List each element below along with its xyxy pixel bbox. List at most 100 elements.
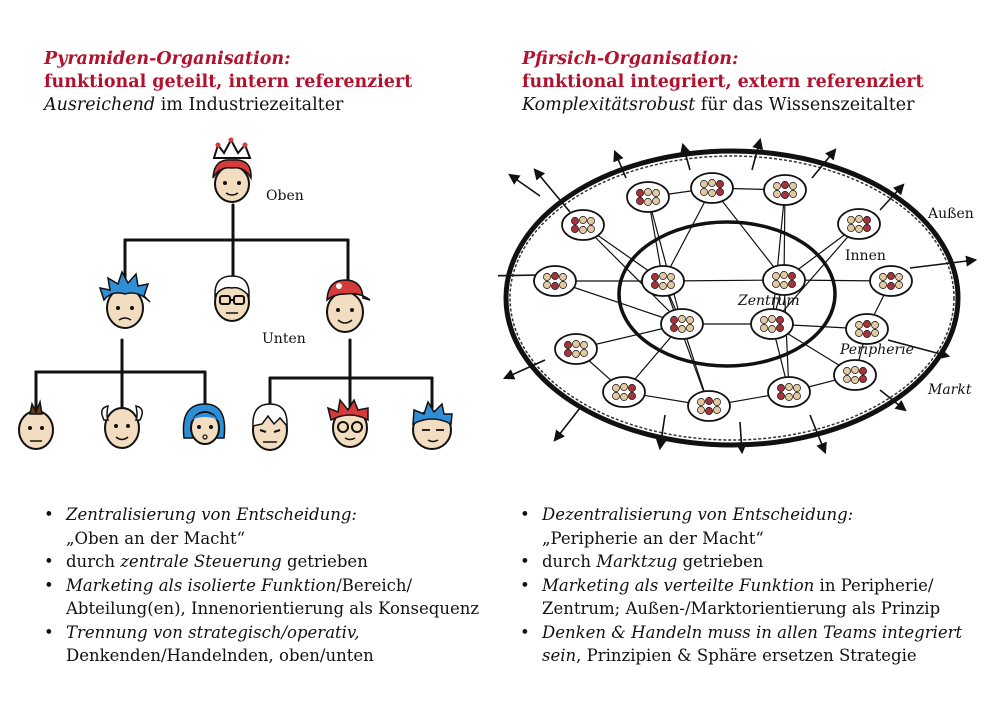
team-member-icon <box>571 217 579 225</box>
team-member-icon <box>863 320 871 328</box>
label-peripherie: Peripherie <box>839 342 914 358</box>
team-member-icon <box>579 226 587 234</box>
team-member-icon <box>871 329 879 337</box>
team-member-icon <box>659 272 667 280</box>
bullet-text: Marktzug <box>596 552 678 571</box>
team-member-icon <box>651 281 659 289</box>
peach-tagline-rest: für das Wissenszeitalter <box>695 95 915 115</box>
team-member-icon <box>667 273 675 281</box>
team-member-icon <box>843 375 851 383</box>
team-member-icon <box>772 272 780 280</box>
team-member-icon <box>713 406 721 414</box>
team-link <box>647 196 683 325</box>
team-member-icon <box>697 406 705 414</box>
team-member-icon <box>559 273 567 281</box>
team-member-icon <box>697 398 705 406</box>
team-plate-icon <box>750 308 794 340</box>
bullet-text: Denken & Handeln muss in allen Teams int… <box>542 622 963 642</box>
team-member-icon <box>776 316 784 324</box>
team-member-icon <box>620 393 628 401</box>
team-link <box>662 280 710 407</box>
outward-arrows <box>498 137 978 455</box>
inner-ring <box>617 220 837 368</box>
bullet-text: Abteilung(en), Innenorientierung als Kon… <box>66 599 480 618</box>
pyramid-diagram: Oben Unten <box>18 137 453 451</box>
team-member-icon <box>895 281 903 289</box>
outward-arrow-icon <box>508 173 541 197</box>
list-item: durch Marktzug getrieben <box>518 550 988 574</box>
bald-white-sideburns-head-icon <box>101 405 143 449</box>
pyramid-tagline: Ausreichend im Industriezeitalter <box>44 94 412 117</box>
team-member-icon <box>572 350 580 358</box>
team-member-icon <box>659 282 667 290</box>
team-plate-icon <box>767 376 811 408</box>
bullet-text: „Oben an der Macht“ <box>66 528 246 548</box>
team-member-icon <box>789 182 797 190</box>
bullet-text: Marketing als verteilte Funktion <box>542 575 815 595</box>
team-member-icon <box>871 321 879 329</box>
peach-tagline-emphasis: Komplexitätsrobust <box>522 95 696 115</box>
team-member-icon <box>781 191 789 199</box>
outward-arrow-icon <box>751 137 764 171</box>
list-item: Trennung von strategisch/operativ, Denke… <box>42 621 492 668</box>
team-member-icon <box>551 272 559 280</box>
outer-ring <box>503 148 961 448</box>
team-member-icon <box>847 216 855 224</box>
peach-column: Pfirsich-Organisation: funktional integr… <box>498 0 996 707</box>
team-member-icon <box>788 280 796 288</box>
team-plate-icon <box>690 172 734 204</box>
team-member-icon <box>855 329 863 337</box>
team-member-icon <box>780 281 788 289</box>
team-member-icon <box>543 273 551 281</box>
outward-arrow-icon <box>735 421 747 455</box>
team-plate-icon <box>687 390 731 422</box>
team-member-icon <box>670 324 678 332</box>
team-member-icon <box>636 189 644 197</box>
team-member-icon <box>887 272 895 280</box>
team-member-icon <box>620 383 628 391</box>
peach-heading: Pfirsich-Organisation: funktional integr… <box>522 48 924 117</box>
red-cap-head-icon <box>326 279 371 333</box>
outward-arrow-icon <box>502 359 546 380</box>
team-member-icon <box>587 217 595 225</box>
team-member-icon <box>716 188 724 196</box>
team-member-icon <box>851 366 859 374</box>
team-member-icon <box>793 384 801 392</box>
team-member-icon <box>652 189 660 197</box>
team-link <box>771 223 860 325</box>
team-member-icon <box>700 180 708 188</box>
team-member-icon <box>788 272 796 280</box>
bullet-text: getrieben <box>281 552 368 571</box>
outward-arrow-icon <box>811 148 837 179</box>
team-member-icon <box>644 198 652 206</box>
bullet-text: Denkenden/Handelnden, oben/unten <box>66 646 374 665</box>
king-head-icon <box>212 137 252 203</box>
pyramid-subtitle: funktional geteilt, intern referenziert <box>44 72 413 92</box>
peach-title: Pfirsich-Organisation: <box>522 49 739 69</box>
team-member-icon <box>564 341 572 349</box>
team-member-icon <box>612 384 620 392</box>
team-member-icon <box>700 188 708 196</box>
bullet-text: Dezentralisierung von Entscheidung: <box>542 505 854 524</box>
team-member-icon <box>580 341 588 349</box>
team-member-icon <box>678 325 686 333</box>
team-plate-icon <box>763 174 807 206</box>
label-zentrum: Zentrum <box>737 293 800 309</box>
team-member-icon <box>776 324 784 332</box>
team-member-icon <box>793 392 801 400</box>
team-member-icon <box>612 392 620 400</box>
team-member-icon <box>855 321 863 329</box>
bullet-text: Zentrum; Außen-/Marktorientierung als Pr… <box>542 599 941 618</box>
team-member-icon <box>670 316 678 324</box>
outward-arrow-icon <box>680 142 691 171</box>
peach-diagram: Außen Innen Zentrum Peripherie Markt <box>498 137 978 455</box>
blue-spiky-head-icon <box>98 270 151 329</box>
team-member-icon <box>652 197 660 205</box>
team-member-icon <box>716 180 724 188</box>
label-unten: Unten <box>262 331 306 347</box>
team-member-icon <box>686 316 694 324</box>
pyramid-tagline-emphasis: Ausreichend <box>44 95 156 115</box>
team-member-icon <box>551 282 559 290</box>
team-member-icon <box>678 315 686 323</box>
team-member-icon <box>768 325 776 333</box>
